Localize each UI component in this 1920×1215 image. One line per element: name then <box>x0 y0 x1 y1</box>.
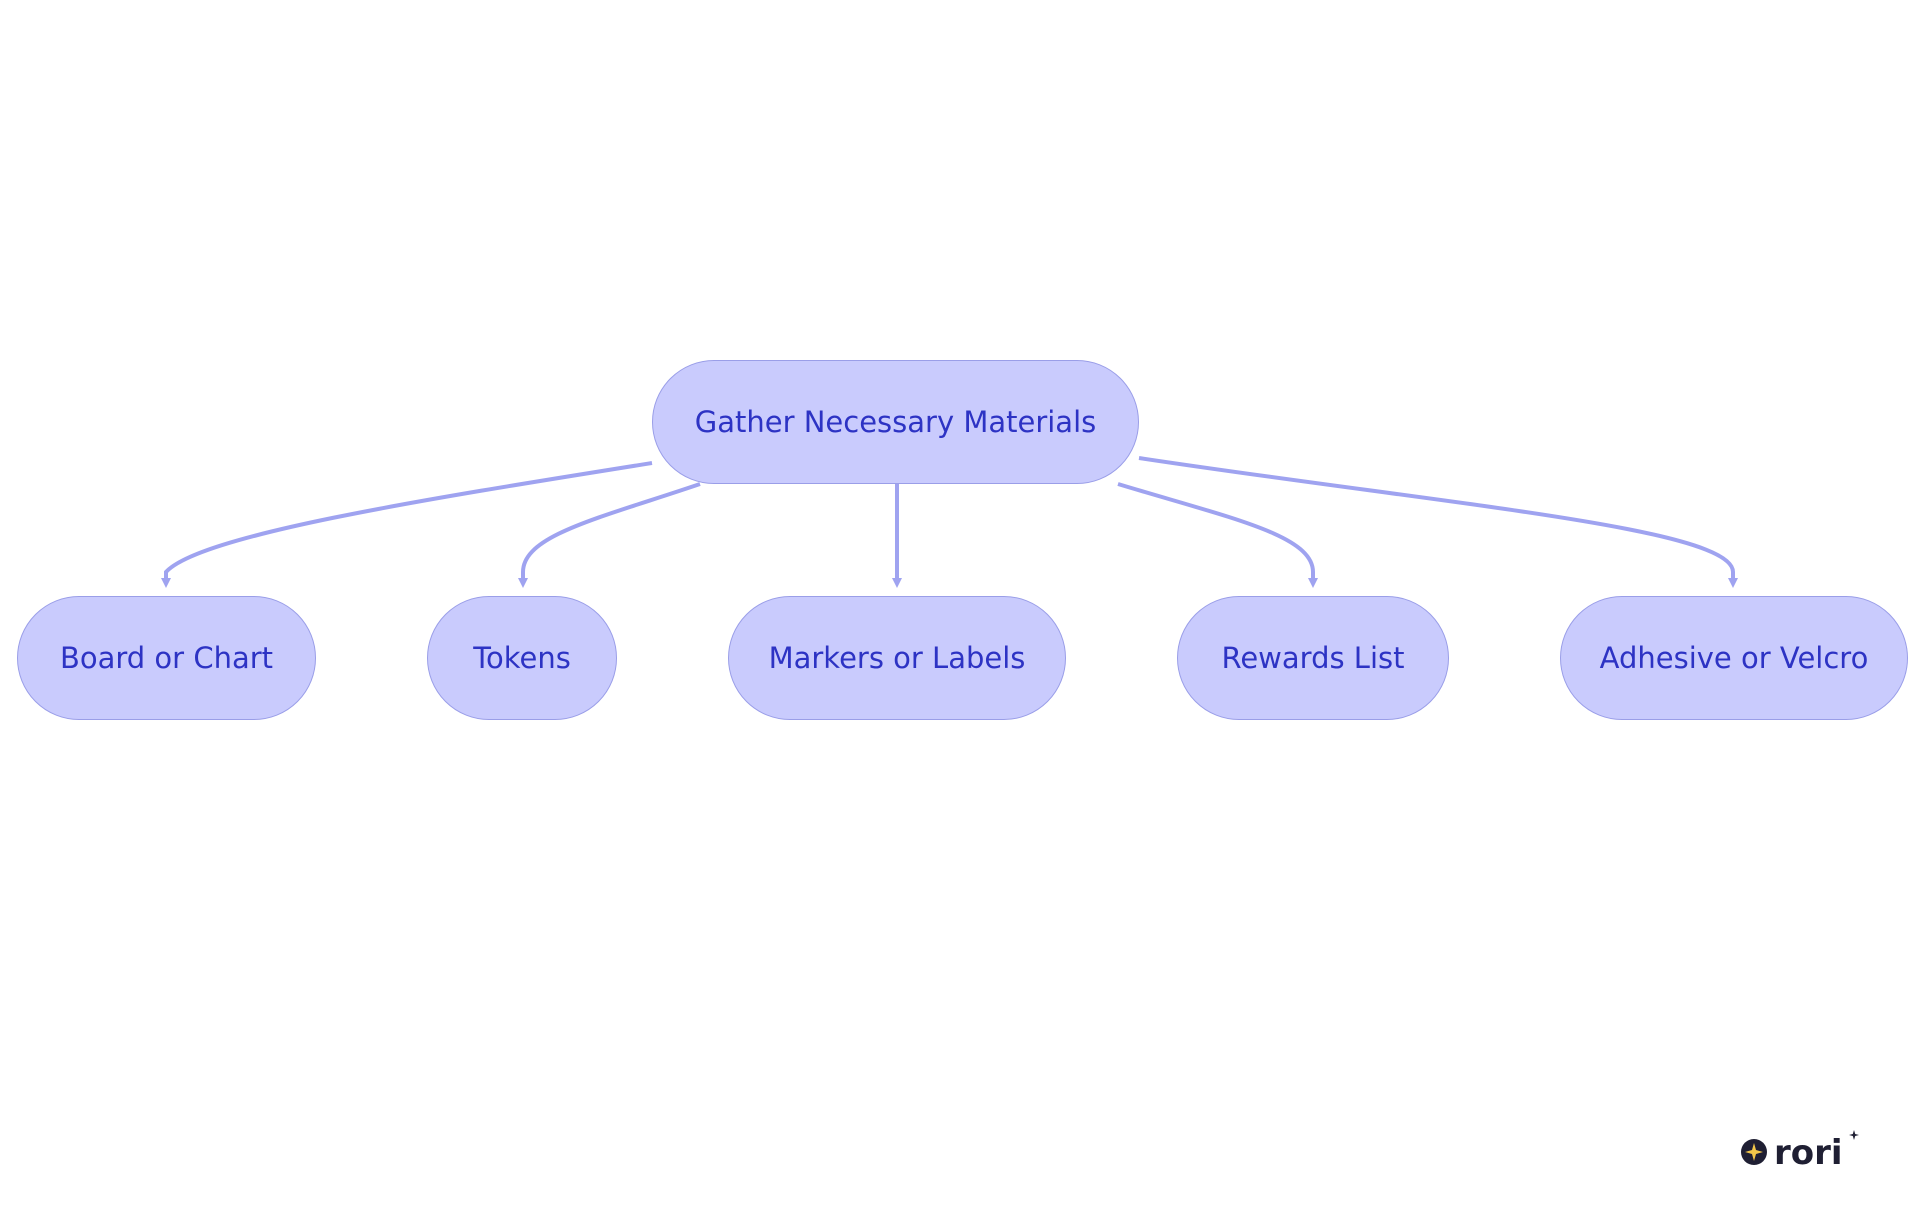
node-tokens: Tokens <box>427 596 617 720</box>
edge-root-to-tokens <box>518 482 701 588</box>
edge-root-to-rewards <box>1117 482 1318 588</box>
node-board-or-chart: Board or Chart <box>17 596 316 720</box>
node-rewards-list: Rewards List <box>1177 596 1449 720</box>
node-adhesive-or-velcro: Adhesive or Velcro <box>1560 596 1908 720</box>
node-gather-necessary-materials: Gather Necessary Materials <box>652 360 1139 484</box>
edge-root-to-board <box>161 461 653 588</box>
logo-text: rori <box>1774 1133 1843 1168</box>
node-markers-or-labels: Markers or Labels <box>728 596 1066 720</box>
rori-logo: rori <box>1741 1130 1859 1168</box>
edge-root-to-adhesive <box>1138 456 1738 588</box>
